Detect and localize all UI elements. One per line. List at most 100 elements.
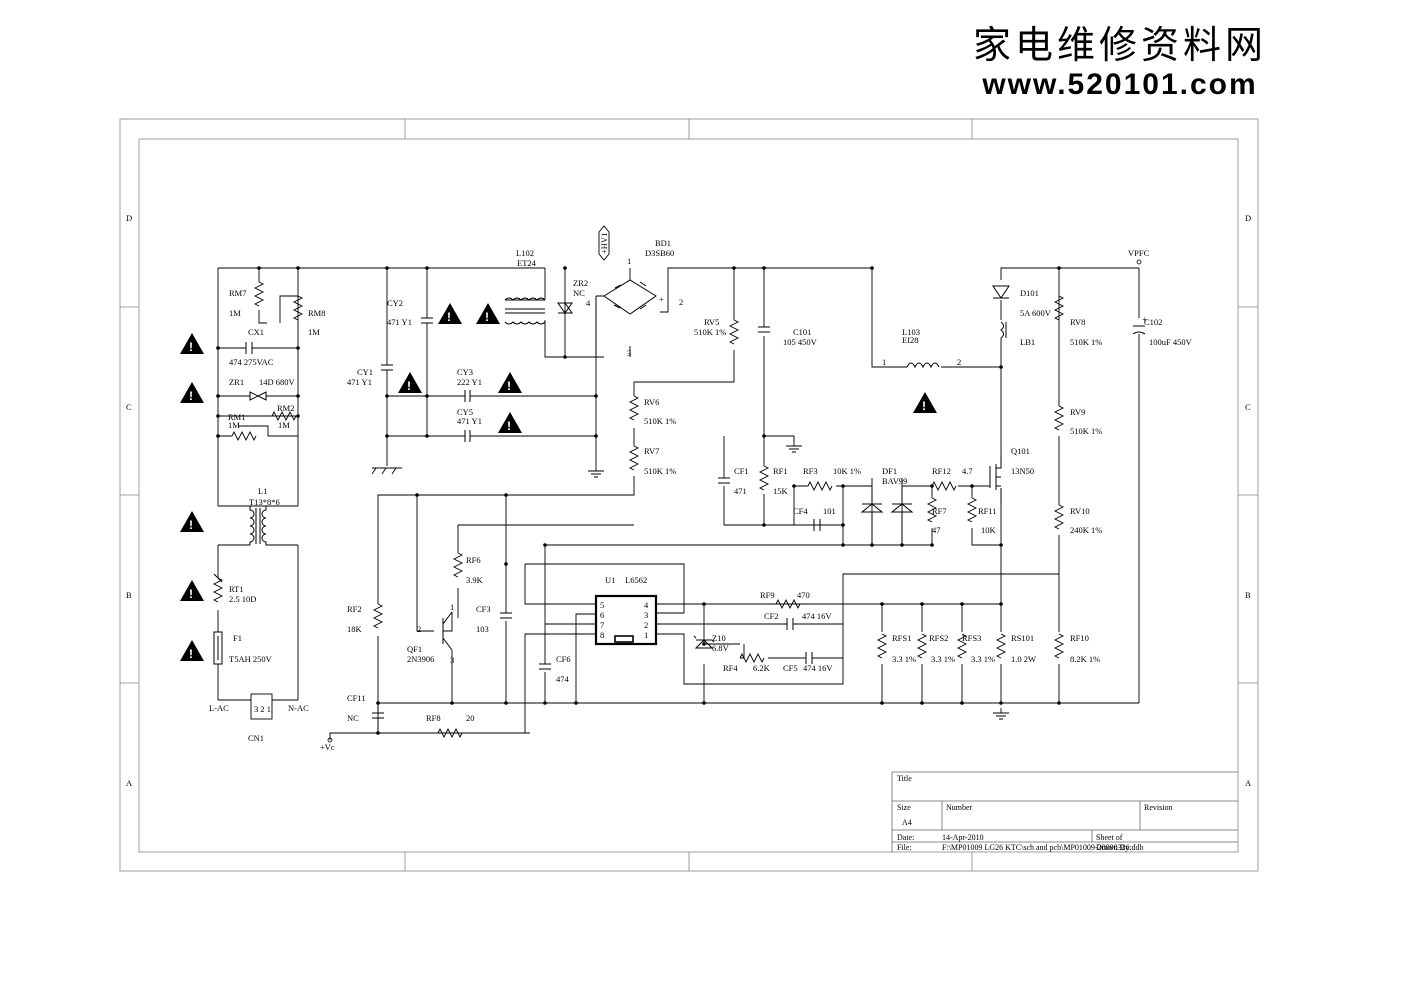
label-l102-ref: L102 [516,248,534,258]
label-cy2-ref: CY2 [387,298,403,308]
label-cf11-val: NC [347,713,359,723]
tb-file-label: File: [897,843,912,852]
label-cf3-ref: CF3 [476,604,491,614]
label-qf1-ref: QF1 [407,644,422,654]
label-cf5-val: 474 16V [803,663,833,673]
svg-text:!: ! [922,399,926,413]
label-u1-pin3: 3 [644,610,648,620]
l102-core [505,308,545,314]
warning-icons: ! ! ! ! ! ! ! ! ! ! ! [180,303,937,661]
svg-text:!: ! [189,587,193,601]
label-qf1-pin3: 3 [450,655,454,665]
label-cf1-val: 471 [734,486,747,496]
rv10-symbol [1054,504,1064,530]
warning-icon: ! [498,412,522,433]
label-lb1: LB1 [1020,337,1035,347]
rf6-symbol [453,552,463,578]
label-l1-val: T13*8*6 [249,497,280,507]
bd1-body [603,279,657,315]
tb-date-label: Date: [897,833,914,842]
tb-size-label: Size [897,803,911,812]
warning-icon: ! [180,382,204,403]
cx1-symbol [245,342,253,354]
label-c102-plus: + [1142,314,1147,324]
svg-text:!: ! [507,419,511,433]
tb-drawn-by: Drawn By: [1096,843,1131,852]
rf3-symbol [807,481,833,491]
tb-size: A4 [902,818,912,827]
label-rf1-ref: RF1 [773,466,788,476]
label-zr2-ref: ZR2 [573,278,588,288]
drawing-frame [119,118,1259,872]
label-cf6-ref: CF6 [556,654,571,664]
rt1-arrow [213,573,223,583]
tb-file: F:\MP01009 LG26 KTC\sch and pcb\MP01009-… [942,843,1144,852]
label-cx1-val: 474 275VAC [229,357,274,367]
label-qf1-pin1: 1 [450,602,454,612]
semiconductors [213,279,1010,665]
label-rm7-ref: RM7 [229,288,246,298]
d101-symbol [992,285,1010,299]
tb-sheet-label: Sheet of [1096,833,1123,842]
label-cf6-val: 474 [556,674,570,684]
label-rm2-ref: RM2 [277,403,294,413]
label-rs101-val: 1.0 2W [1011,654,1036,664]
label-rf1-val: 15K [773,486,789,496]
label-cy3-ref: CY3 [457,367,473,377]
label-rfs1-ref: RFS1 [892,633,911,643]
cn1-connector: 3 2 1 [250,693,273,720]
label-c102-val: 100uF 450V [1149,337,1193,347]
warning-icon: ! [180,580,204,601]
label-cy1-val: 471 Y1 [347,377,372,387]
l1-winding-a [218,506,255,546]
tb-title-label: Title [897,774,912,783]
label-cn1-ref: CN1 [248,733,264,743]
label-rv8-ref: RV8 [1070,317,1085,327]
cf2-symbol [786,618,794,630]
label-rv7-val: 510K 1% [644,466,676,476]
label-rf7-val: 47 [932,525,941,535]
label-u1-val: L6562 [625,575,647,585]
label-u1-pin6: 6 [600,610,604,620]
label-rf8-ref: RF8 [426,713,441,723]
label-cy5-val: 471 Y1 [457,416,482,426]
label-u1-pin7: 7 [600,620,604,630]
c102-symbol [1132,325,1146,335]
label-z10-ref: Z10 [712,633,726,643]
zone-labels: D C B A D C B A [126,213,1252,788]
z10-symbol [693,635,715,649]
label-cf2-ref: CF2 [764,611,779,621]
label-c101-ref: C101 [793,327,811,337]
label-l103-pin1: 1 [882,357,886,367]
hv1-label: +HV1 [599,233,609,254]
label-rt1-ref: RT1 [229,584,244,594]
label-l102-val: ET24 [517,258,537,268]
warning-icon: ! [398,372,422,393]
label-zr2-val: NC [573,288,585,298]
lb1-bead [1000,321,1004,339]
label-bd1-pin1: 1 [627,256,631,266]
label-l103-ref: L103 [902,327,920,337]
l102-winding-b [504,321,546,325]
label-c101-val: 105 450V [783,337,818,347]
rfs1-symbol [877,633,887,659]
rf8-symbol [437,728,463,738]
label-rfs3-ref: RFS3 [962,633,981,643]
warning-icon: ! [498,372,522,393]
component-labels: RM7 1M RM8 1M CX1 474 275VAC ZR1 14D 680… [209,238,1193,752]
rfs2-symbol [917,633,927,659]
label-rf2-ref: RF2 [347,604,362,614]
label-cy5-ref: CY5 [457,407,473,417]
zone-c-right: C [1245,402,1251,412]
svg-text:!: ! [189,340,193,354]
warning-icon: ! [180,511,204,532]
rf9-symbol [775,599,801,609]
label-cx1-ref: CX1 [248,327,264,337]
rv7-symbol [629,445,639,471]
label-rv8-val: 510K 1% [1070,337,1102,347]
label-rm8-val: 1M [308,327,320,337]
label-u1-pin1: 1 [644,630,648,640]
bd1-diodes [613,281,647,310]
label-zr1-ref: ZR1 [229,377,244,387]
label-q101-val: 13N50 [1011,466,1034,476]
